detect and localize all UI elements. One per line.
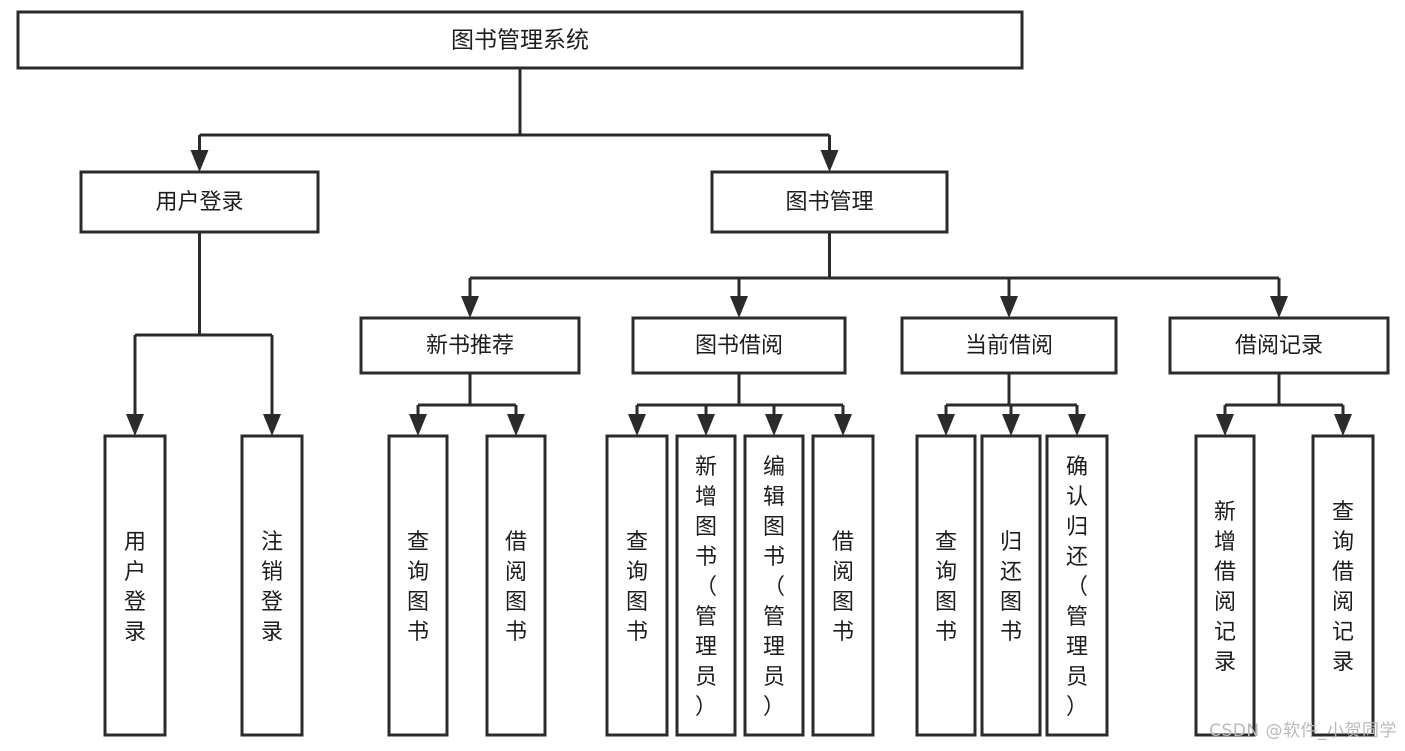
node-level3-1-box[interactable] <box>631 316 847 375</box>
watermark-text: CSDN @软件_小贺同学 <box>1209 721 1397 741</box>
leaf-2-3-label: 借阅图书 <box>832 530 854 645</box>
arrow-down-icon <box>1068 414 1086 436</box>
node-level3-2-box[interactable] <box>900 316 1118 375</box>
leaf-3-2-label: 确认归还（管理员） <box>1066 455 1088 720</box>
leaf-2-1-box[interactable] <box>675 434 737 737</box>
leaf-2-2-label: 编辑图书（管理员） <box>763 455 785 720</box>
node-level2-0-box[interactable] <box>79 170 320 234</box>
arrow-down-icon <box>190 150 209 172</box>
leaf-0-1-box[interactable] <box>240 434 304 737</box>
node-level2-0-label: 用户登录 <box>155 190 243 215</box>
arrow-down-icon <box>1002 414 1020 436</box>
arrow-down-icon <box>461 296 479 318</box>
leaf-2-2-box[interactable] <box>743 434 805 737</box>
leaf-1-1-box[interactable] <box>485 434 547 737</box>
arrow-down-icon <box>765 414 783 436</box>
leaf-3-1-label: 归还图书 <box>1000 530 1022 645</box>
node-level3-1-label: 图书借阅 <box>695 334 783 359</box>
leaf-4-1-box[interactable] <box>1311 434 1375 737</box>
node-level3-3-label: 借阅记录 <box>1235 334 1323 359</box>
leaf-2-3-box[interactable] <box>811 434 875 737</box>
node-level2-1-label: 图书管理 <box>785 190 873 215</box>
leaf-1-0-box[interactable] <box>387 434 449 737</box>
arrow-down-icon <box>697 414 715 436</box>
node-level3-2-label: 当前借阅 <box>965 334 1053 359</box>
arrow-down-icon <box>937 414 955 436</box>
arrow-down-icon <box>1216 414 1234 436</box>
arrow-down-icon <box>126 414 144 436</box>
arrow-down-icon <box>834 414 852 436</box>
leaf-2-1-label: 新增图书（管理员） <box>695 455 717 720</box>
node-level3-0-label: 新书推荐 <box>426 334 514 359</box>
leaf-4-1-label: 查询借阅记录 <box>1332 500 1354 675</box>
leaf-0-0-label: 用户登录 <box>124 530 146 645</box>
leaf-2-0-label: 查询图书 <box>626 530 648 645</box>
arrow-down-icon <box>507 414 525 436</box>
node-level2-1-box[interactable] <box>710 170 949 234</box>
leaf-0-1-label: 注销登录 <box>261 530 283 645</box>
leaf-1-0-label: 查询图书 <box>407 530 429 645</box>
leaf-2-0-box[interactable] <box>605 434 669 737</box>
leaf-3-0-label: 查询图书 <box>935 530 957 645</box>
arrow-down-icon <box>1270 296 1288 318</box>
arrow-down-icon <box>628 414 646 436</box>
leaf-3-1-box[interactable] <box>980 434 1042 737</box>
arrow-down-icon <box>730 296 748 318</box>
leaf-1-1-label: 借阅图书 <box>505 530 527 645</box>
arrow-down-icon <box>409 414 427 436</box>
arrow-down-icon <box>1334 414 1352 436</box>
leaf-4-0-label: 新增借阅记录 <box>1214 500 1236 675</box>
leaf-4-0-box[interactable] <box>1194 434 1256 737</box>
arrow-down-icon <box>263 414 281 436</box>
node-root-box[interactable] <box>16 10 1024 70</box>
connectors-layer <box>126 68 1352 436</box>
arrow-down-icon <box>820 150 839 172</box>
leaf-3-2-box[interactable] <box>1045 434 1109 737</box>
node-root-label: 图书管理系统 <box>451 28 589 54</box>
node-level3-0-box[interactable] <box>359 316 581 375</box>
nodes-layer: 图书管理系统用户登录图书管理新书推荐图书借阅当前借阅借阅记录用户登录注销登录查询… <box>16 10 1390 737</box>
node-level3-3-box[interactable] <box>1168 316 1390 375</box>
leaf-0-0-box[interactable] <box>103 434 167 737</box>
arrow-down-icon <box>1000 296 1018 318</box>
leaf-3-0-box[interactable] <box>915 434 977 737</box>
